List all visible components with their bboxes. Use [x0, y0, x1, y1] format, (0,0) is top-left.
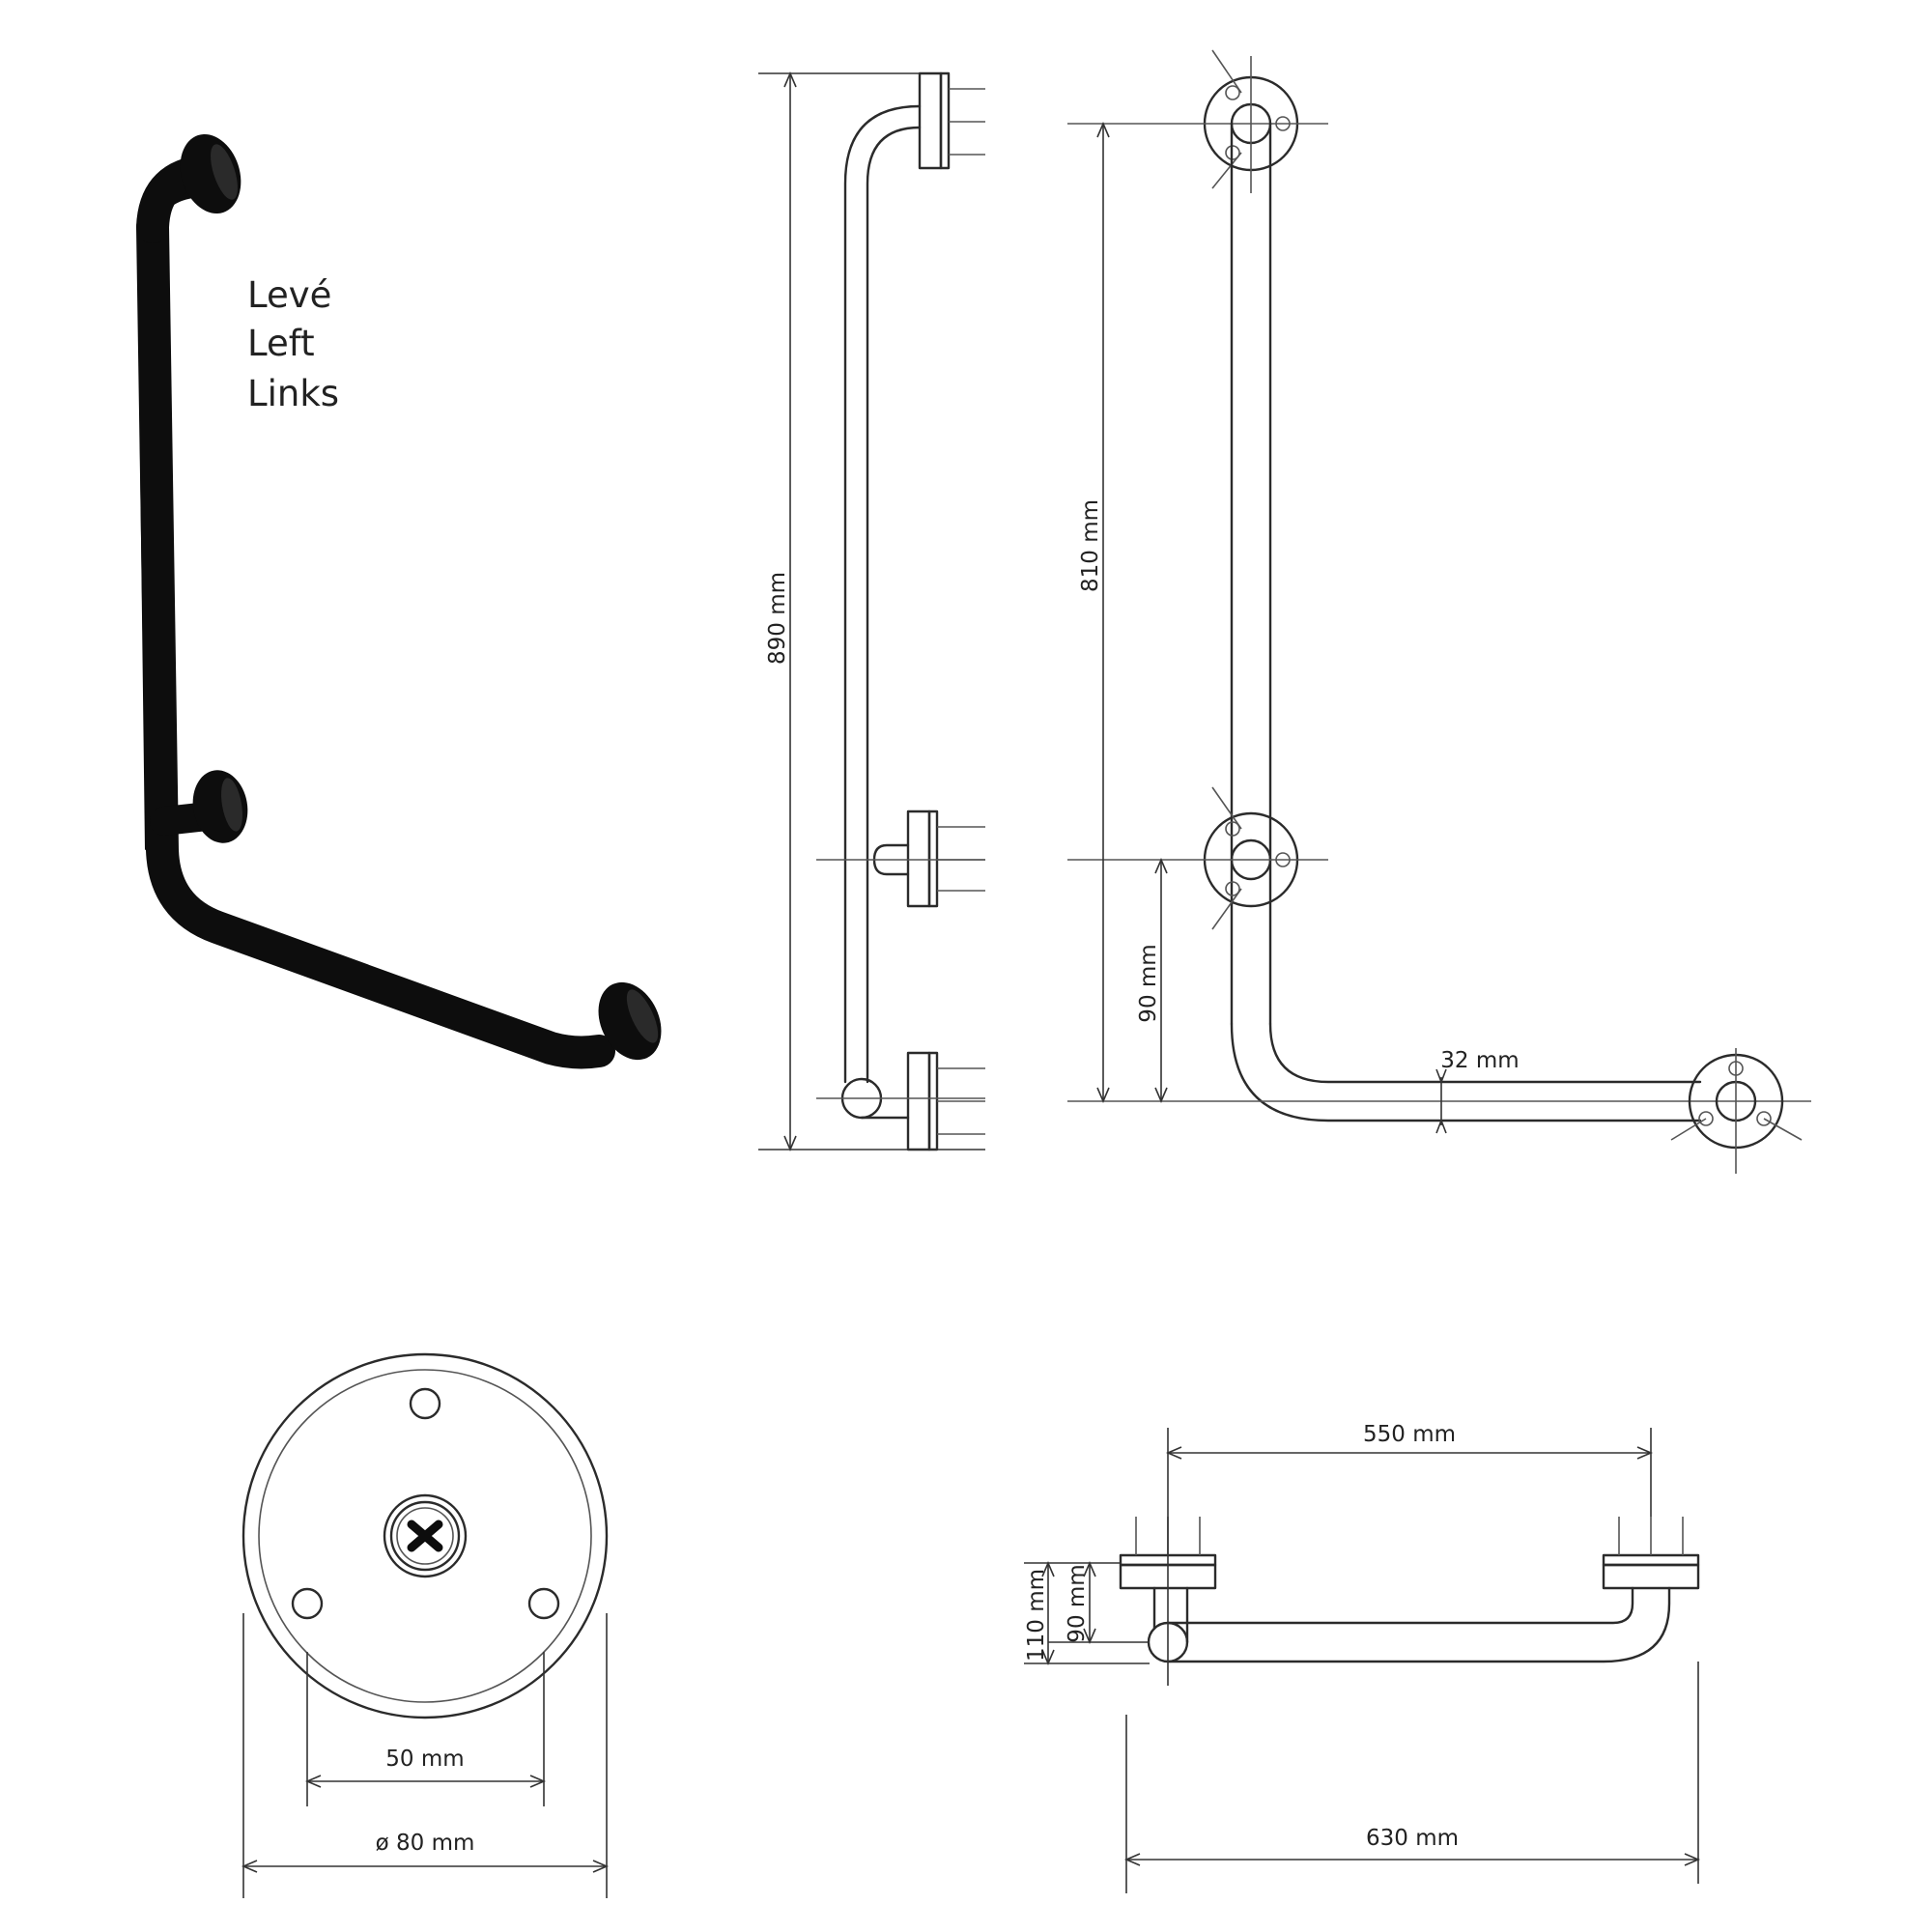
plan-view: 550 mm 630 mm 110 mm 90 mm — [1024, 1422, 1701, 1893]
dim-label-630: 630 mm — [1366, 1826, 1459, 1851]
dim-label-80: ø 80 mm — [376, 1831, 475, 1856]
variant-label-de: Links — [247, 373, 339, 414]
variant-label-en: Left — [247, 323, 315, 364]
rosette-detail-view: 50 mm ø 80 mm — [241, 1352, 610, 1898]
dim-label-890: 890 mm — [765, 572, 790, 665]
side-elevation-view: 890 mm — [758, 71, 985, 1152]
dim-label-810: 810 mm — [1078, 499, 1103, 592]
screw-cross-icon — [407, 1520, 443, 1552]
dim-label-50: 50 mm — [385, 1747, 464, 1772]
dim-label-90-front: 90 mm — [1136, 944, 1161, 1022]
product-illustration: Levé Left Links — [136, 133, 662, 1069]
dim-label-90-plan: 90 mm — [1065, 1564, 1090, 1642]
dim-label-550: 550 mm — [1363, 1422, 1456, 1447]
dim-label-110: 110 mm — [1024, 1569, 1049, 1662]
front-elevation-view: 810 mm 90 mm 32 mm — [1067, 49, 1811, 1174]
dim-label-32: 32 mm — [1440, 1048, 1519, 1073]
variant-label-cz: Levé — [247, 274, 331, 316]
